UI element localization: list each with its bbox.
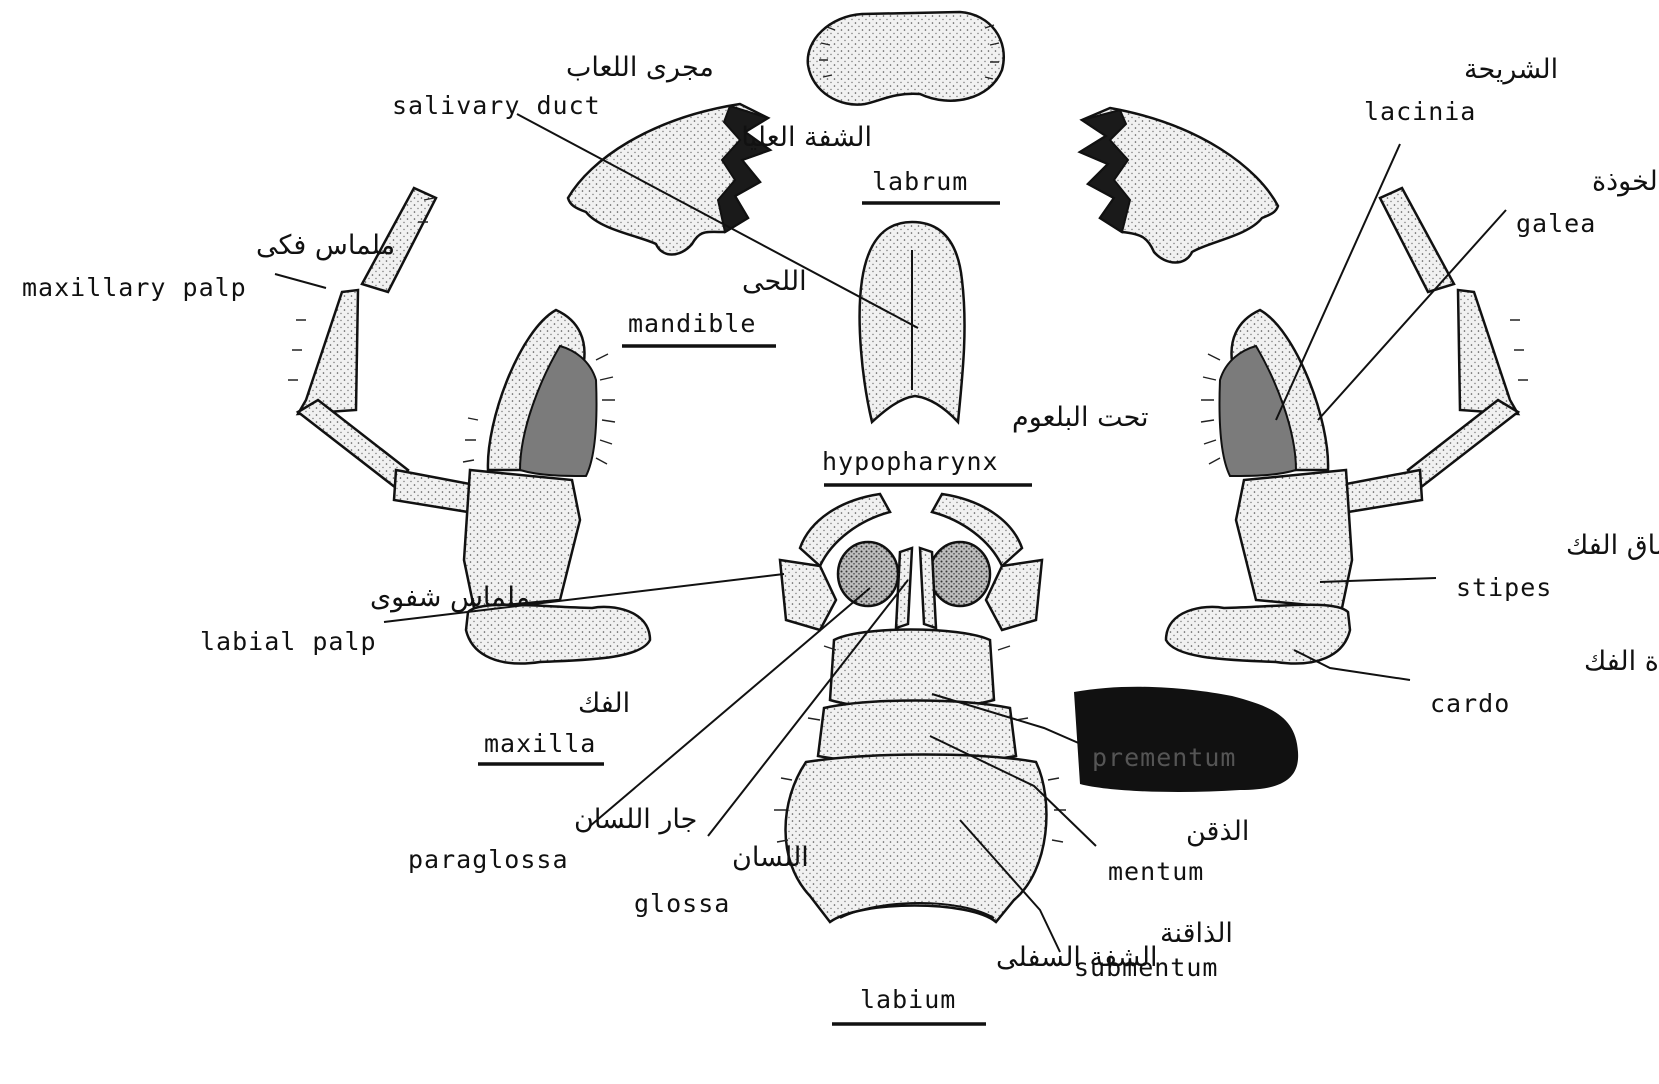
leader-salivary-duct	[516, 113, 919, 329]
label-mandible-ar: اللحى	[742, 266, 807, 297]
label-labium-ar: الشفة السفلى	[996, 942, 1157, 973]
label-submentum-ar: الذاقنة	[1160, 918, 1233, 949]
label-labium-en: labium	[860, 985, 956, 1014]
label-paraglossa-ar: جار اللسان	[574, 804, 697, 835]
label-glossa-ar: اللسان	[732, 842, 809, 873]
right-mandible-figure	[1077, 106, 1280, 264]
right-maxilla-figure	[1164, 186, 1528, 665]
label-paraglossa-en: paraglossa	[408, 845, 569, 874]
label-glossa-en: glossa	[634, 889, 730, 918]
label-labrum-en: labrum	[872, 167, 968, 196]
leader-glossa	[707, 579, 909, 837]
label-maxillary-palp-en: maxillary palp	[22, 273, 247, 302]
label-galea-ar: الخوذة	[1592, 166, 1659, 197]
leader-labial-palp	[383, 573, 785, 623]
label-maxilla-en: maxilla	[484, 729, 596, 758]
leader-lacinia	[1275, 143, 1401, 421]
label-stipes-ar: ساق الفك	[1566, 530, 1659, 561]
hypopharynx-figure	[858, 220, 966, 425]
label-labrum-ar: الشفة العليا	[741, 122, 872, 153]
label-mandible-en: mandible	[628, 309, 756, 338]
label-stipes-en: stipes	[1456, 573, 1552, 602]
leader-lines	[274, 113, 1507, 953]
leader-prementum	[931, 693, 1091, 749]
label-salivary-duct-ar: مجرى اللعاب	[566, 52, 714, 83]
labels: الشفة العليا labrum مجرى اللعاب salivary…	[22, 52, 1659, 1014]
left-maxilla-figure	[288, 186, 652, 665]
label-hypopharynx-en: hypopharynx	[822, 447, 999, 476]
leader-cardo	[1293, 649, 1411, 681]
leader-paraglossa	[589, 587, 871, 827]
left-mandible-figure	[566, 102, 773, 256]
label-mentum-ar: الذقن	[1186, 816, 1249, 847]
redaction-mark	[1074, 686, 1299, 792]
label-cardo-ar: قاعدة الفك	[1584, 646, 1659, 677]
labium-figure	[774, 492, 1066, 924]
leader-submentum	[959, 819, 1061, 953]
label-prementum-en: prementum	[1092, 743, 1236, 772]
label-lacinia-en: lacinia	[1364, 97, 1476, 126]
label-lacinia-ar: الشريحة	[1464, 54, 1558, 85]
label-labial-palp-en: labial palp	[200, 627, 377, 656]
label-submentum-en: submentum	[1074, 953, 1218, 982]
label-galea-en: galea	[1516, 209, 1596, 238]
label-cardo-en: cardo	[1430, 689, 1510, 718]
label-hypopharynx-ar: تحت البلعوم	[1012, 402, 1149, 433]
label-mentum-en: mentum	[1108, 857, 1204, 886]
leader-mentum	[929, 735, 1097, 847]
label-labial-palp-ar: ملماس شفوى	[370, 582, 530, 613]
labrum-figure	[806, 10, 1005, 106]
label-salivary-duct-en: salivary duct	[392, 91, 601, 120]
leader-galea	[1317, 209, 1507, 421]
label-maxilla-ar: الفك	[578, 688, 630, 719]
leader-stipes	[1319, 577, 1437, 583]
leader-maxillary-palp	[274, 273, 327, 289]
label-maxillary-palp-ar: ملماس فكى	[256, 230, 395, 261]
heading-underlines	[478, 201, 1032, 1026]
